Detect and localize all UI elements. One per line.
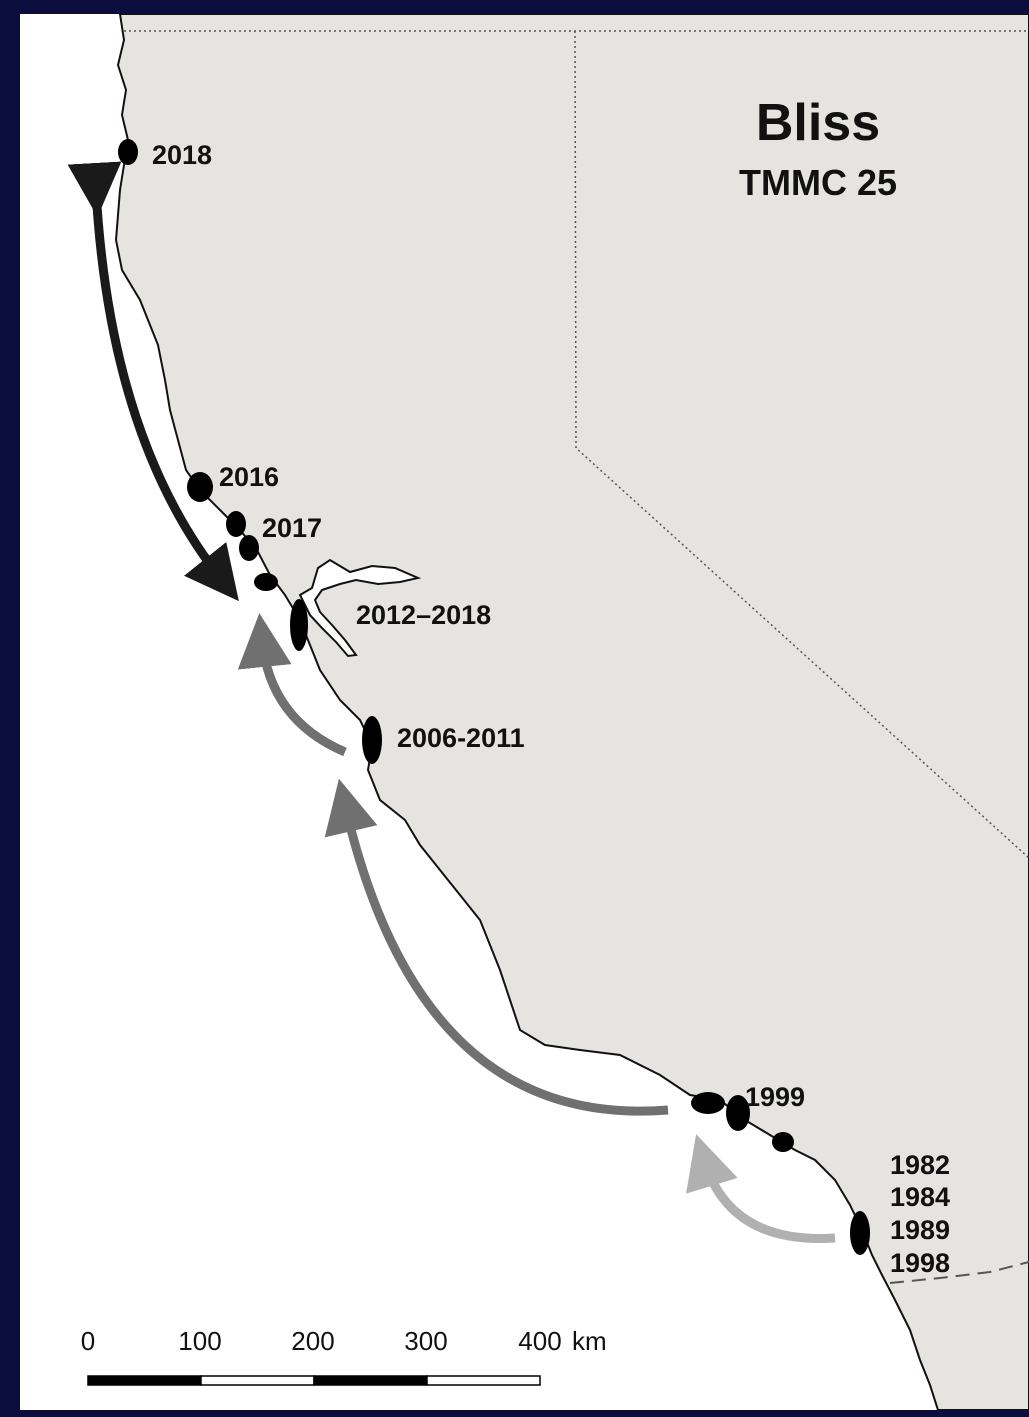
label-2016: 2016 xyxy=(219,462,279,492)
label-2018: 2018 xyxy=(152,140,212,170)
scale-segment-2 xyxy=(200,1375,315,1386)
migration-map: Bliss TMMC 25 2018 2016 2017 2012–2018 2… xyxy=(67,14,1029,1410)
sighting-2012-a xyxy=(254,573,278,591)
bay xyxy=(298,558,422,658)
label-1982: 1982 xyxy=(890,1150,950,1180)
scale-segment-3 xyxy=(313,1375,428,1386)
sighting-1982 xyxy=(850,1211,870,1255)
label-2017: 2017 xyxy=(262,513,322,543)
map-panel: Bliss TMMC 25 2018 2016 2017 2012–2018 2… xyxy=(20,14,1029,1410)
label-1998: 1998 xyxy=(890,1248,950,1278)
arrow-dark-migration xyxy=(67,161,239,602)
label-1999: 1999 xyxy=(745,1082,805,1112)
sighting-2018 xyxy=(118,139,138,165)
sighting-2017-a xyxy=(226,511,246,537)
map-subtitle: TMMC 25 xyxy=(739,162,897,203)
arrow-mid-short xyxy=(237,613,347,757)
border-mexico xyxy=(889,1261,1029,1284)
sighting-2012-b xyxy=(290,599,308,651)
sighting-1999-a xyxy=(691,1092,725,1114)
map-title: Bliss xyxy=(756,94,880,152)
scale-segment-4 xyxy=(426,1375,541,1386)
sighting-2016 xyxy=(187,472,213,502)
label-1984: 1984 xyxy=(890,1182,950,1212)
scale-tick-0: 0 xyxy=(81,1326,95,1356)
scale-segment-1 xyxy=(87,1375,202,1386)
sighting-1999-c xyxy=(772,1132,794,1152)
label-2012-2018: 2012–2018 xyxy=(356,600,491,630)
scale-tick-200: 200 xyxy=(291,1326,334,1356)
scale-bar: 0 100 200 300 400 km xyxy=(81,1326,607,1386)
label-1989: 1989 xyxy=(890,1215,950,1245)
scale-tick-300: 300 xyxy=(404,1326,447,1356)
label-2006-2011: 2006-2011 xyxy=(397,723,525,753)
scale-unit: km xyxy=(572,1326,607,1356)
scale-tick-100: 100 xyxy=(178,1326,221,1356)
sighting-1999-b xyxy=(726,1095,750,1131)
sighting-markers xyxy=(118,139,870,1255)
sighting-2017-b xyxy=(239,535,259,561)
sighting-2006 xyxy=(362,716,382,764)
arrow-mid-long xyxy=(324,778,669,1116)
scale-tick-400: 400 xyxy=(518,1326,561,1356)
arrow-light xyxy=(686,1134,836,1244)
